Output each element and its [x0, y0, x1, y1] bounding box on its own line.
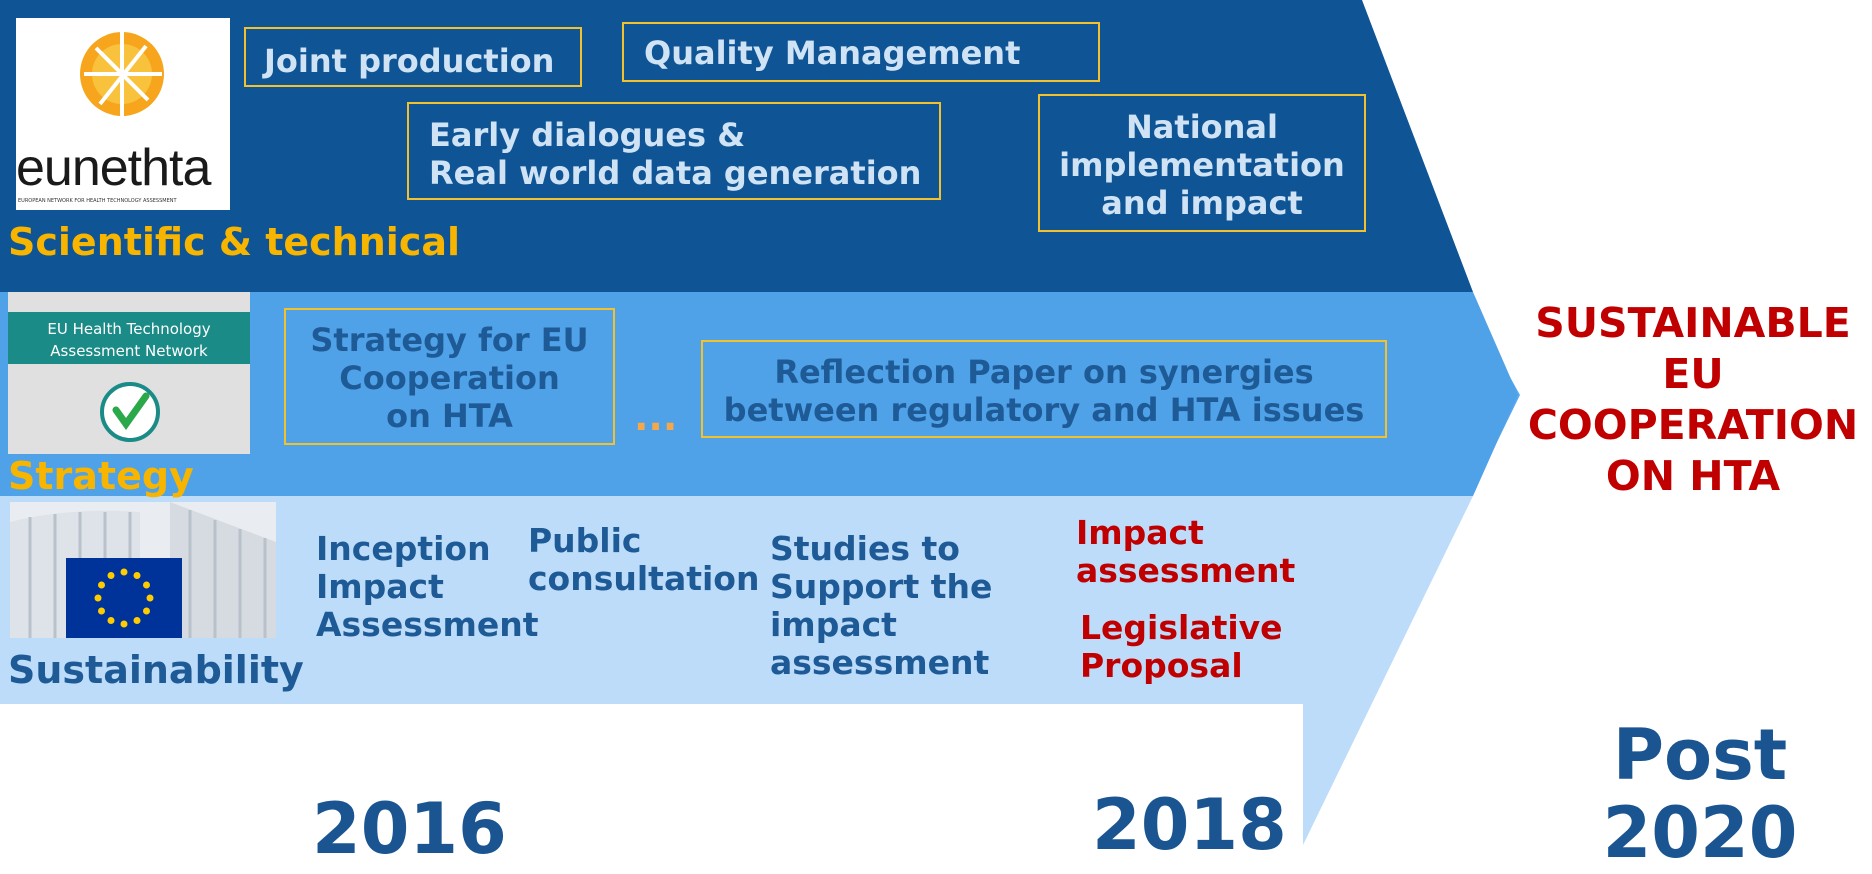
goal-line3: COOPERATION: [1527, 401, 1859, 449]
year-2016: 2016: [312, 788, 507, 870]
strategy-box-line3: on HTA: [386, 397, 513, 435]
impact-line2: assessment: [1076, 551, 1296, 590]
post-line2: 2020: [1602, 792, 1798, 874]
goal-line2: EU: [1662, 350, 1724, 398]
national-line2: implementation: [1059, 146, 1345, 184]
goal-line1: SUSTAINABLE: [1535, 299, 1851, 347]
band-scientific: [0, 0, 1473, 292]
studies-line3: impact: [770, 605, 897, 644]
studies-support: Studies to Support the impact assessment: [770, 530, 992, 682]
studies-line4: assessment: [770, 643, 990, 682]
hta-network-line1: EU Health Technology: [47, 320, 211, 338]
label-strategy: Strategy: [8, 454, 194, 498]
eunethta-sun-icon: [80, 32, 164, 116]
reflection-line1: Reflection Paper on synergies: [774, 353, 1314, 391]
hta-network-line2: Assessment Network: [50, 342, 208, 360]
band-strategy: [0, 292, 1518, 496]
sustainable-eu-cooperation-goal: SUSTAINABLE EU COOPERATION ON HTA: [1514, 298, 1872, 502]
eunethta-logo: eunethta EUROPEAN NETWORK FOR HEALTH TEC…: [16, 18, 230, 210]
early-dialogues-line1: Early dialogues &: [429, 116, 746, 154]
impact-assessment: Impact assessment: [1076, 514, 1295, 590]
impact-line1: Impact: [1076, 513, 1204, 552]
label-sustainability: Sustainability: [8, 648, 304, 692]
national-line3: and impact: [1101, 184, 1303, 222]
strategy-box-line2: Cooperation: [339, 359, 560, 397]
year-post-2020: Post 2020: [1560, 716, 1840, 872]
post-line1: Post: [1612, 714, 1788, 796]
hta-network-header: [8, 312, 250, 364]
inception-line2: Impact: [316, 567, 444, 606]
hta-network-logo: EU Health Technology Assessment Network: [8, 292, 250, 454]
strategy-ellipsis: ...: [634, 395, 678, 439]
box-quality-management: Quality Management: [622, 22, 1100, 82]
white-gap: [0, 704, 1303, 860]
box-national-implementation: National implementation and impact: [1038, 94, 1366, 232]
national-line1: National: [1126, 108, 1278, 146]
joint-production-text: Joint production: [264, 42, 555, 80]
public-line2: consultation: [528, 559, 760, 598]
label-scientific-technical: Scientific & technical: [8, 220, 461, 264]
inception-line1: Inception: [316, 529, 491, 568]
box-joint-production: Joint production: [244, 27, 582, 87]
legislative-proposal: Legislative Proposal: [1080, 609, 1283, 685]
year-2018: 2018: [1092, 784, 1287, 866]
studies-line1: Studies to: [770, 529, 960, 568]
legislative-line2: Proposal: [1080, 646, 1243, 685]
quality-management-text: Quality Management: [644, 34, 1021, 72]
strategy-box-line1: Strategy for EU: [310, 321, 589, 359]
studies-line2: Support the: [770, 567, 993, 606]
early-dialogues-line2: Real world data generation: [429, 154, 922, 192]
legislative-line1: Legislative: [1080, 608, 1283, 647]
eu-flag-icon: [66, 558, 182, 638]
public-consultation: Public consultation: [528, 522, 759, 598]
inception-line3: Assessment: [316, 605, 539, 644]
inception-impact-assessment: Inception Impact Assessment: [316, 530, 539, 644]
goal-line4: ON HTA: [1605, 452, 1781, 500]
box-strategy-eu-cooperation: Strategy for EU Cooperation on HTA: [284, 308, 615, 445]
hta-check-icon: [100, 382, 160, 442]
reflection-line2: between regulatory and HTA issues: [723, 391, 1365, 429]
band-sustainability: [0, 496, 1473, 845]
public-line1: Public: [528, 521, 642, 560]
eunethta-wordmark: eunethta: [16, 139, 211, 197]
european-commission-logo: [10, 502, 276, 638]
box-early-dialogues: Early dialogues & Real world data genera…: [407, 102, 941, 200]
eunethta-subtitle: EUROPEAN NETWORK FOR HEALTH TECHNOLOGY A…: [18, 198, 177, 204]
box-reflection-paper: Reflection Paper on synergies between re…: [701, 340, 1387, 438]
